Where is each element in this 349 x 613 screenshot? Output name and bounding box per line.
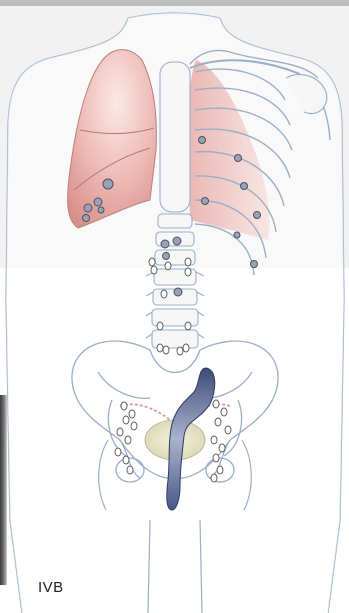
stage-label: IVB [38,579,64,596]
